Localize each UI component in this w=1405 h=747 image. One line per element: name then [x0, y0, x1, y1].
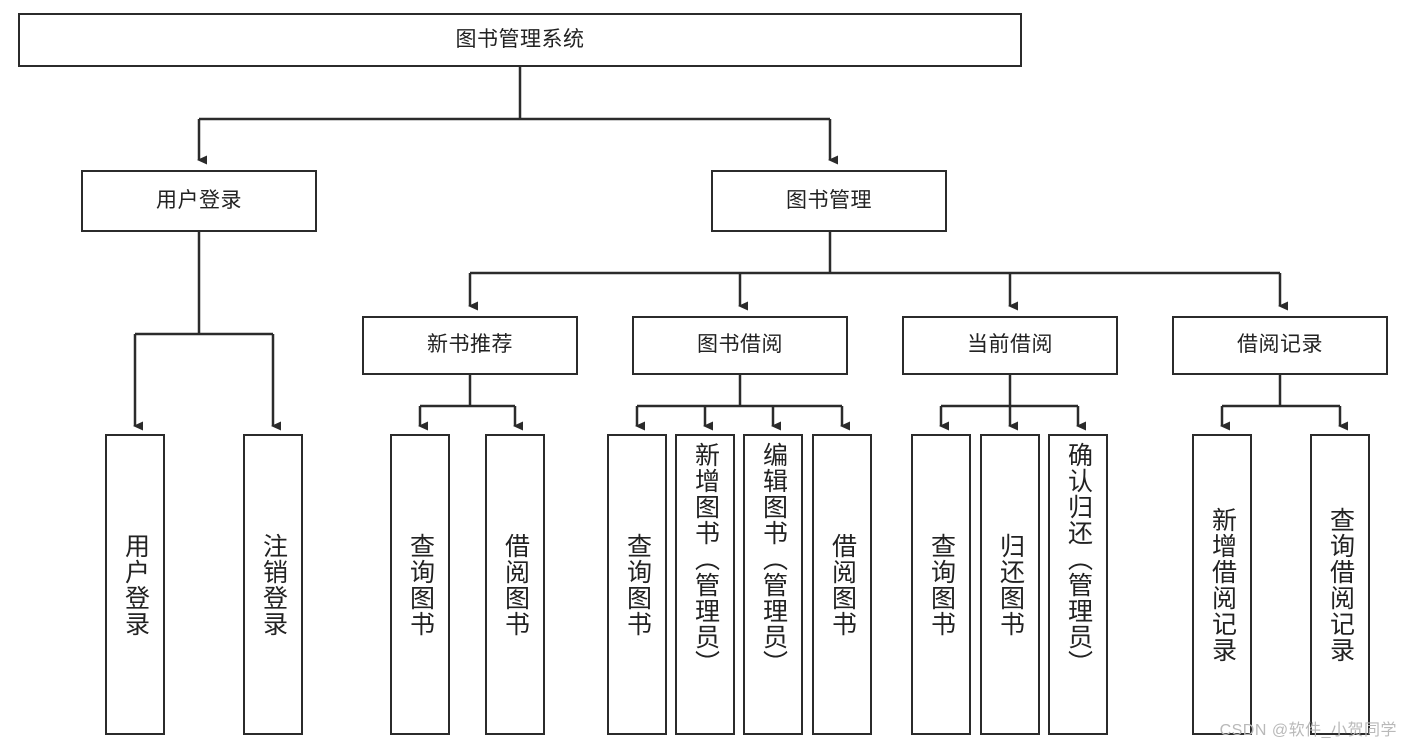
leaf-book-borrow-add[interactable]: 新增图书（管理员）	[675, 434, 735, 735]
leaf-new-book-query[interactable]: 查询图书	[390, 434, 450, 735]
node-label: 图书管理	[786, 188, 872, 212]
leaf-user-login-login[interactable]: 用户登录	[105, 434, 165, 735]
node-label: 编辑图书（管理员）	[759, 442, 788, 676]
node-label: 用户登录	[156, 188, 242, 212]
node-label: 查询图书	[927, 532, 956, 637]
node-label: 查询图书	[406, 532, 435, 637]
node-new-book-recommend[interactable]: 新书推荐	[362, 316, 578, 375]
leaf-current-borrow-confirm-return[interactable]: 确认归还（管理员）	[1048, 434, 1108, 735]
node-book-borrow[interactable]: 图书借阅	[632, 316, 848, 375]
leaf-borrow-record-query[interactable]: 查询借阅记录	[1310, 434, 1370, 735]
leaf-new-book-borrow[interactable]: 借阅图书	[485, 434, 545, 735]
leaf-book-borrow-edit[interactable]: 编辑图书（管理员）	[743, 434, 803, 735]
node-current-borrow[interactable]: 当前借阅	[902, 316, 1118, 375]
node-label: 当前借阅	[967, 333, 1053, 357]
node-label: 查询借阅记录	[1326, 506, 1355, 663]
node-label: 新增借阅记录	[1208, 506, 1237, 663]
node-label: 借阅图书	[501, 532, 530, 637]
node-borrow-record[interactable]: 借阅记录	[1172, 316, 1388, 375]
leaf-current-borrow-return[interactable]: 归还图书	[980, 434, 1040, 735]
node-book-manage[interactable]: 图书管理	[711, 170, 947, 232]
node-root-system[interactable]: 图书管理系统	[18, 13, 1022, 67]
leaf-current-borrow-query[interactable]: 查询图书	[911, 434, 971, 735]
node-label: 查询图书	[623, 532, 652, 637]
node-label: 图书借阅	[697, 333, 783, 357]
node-label: 归还图书	[996, 532, 1025, 637]
leaf-user-login-logout[interactable]: 注销登录	[243, 434, 303, 735]
node-label: 借阅图书	[828, 532, 857, 637]
node-label: 新增图书（管理员）	[691, 442, 720, 676]
leaf-book-borrow-borrow[interactable]: 借阅图书	[812, 434, 872, 735]
node-label: 借阅记录	[1237, 333, 1323, 357]
node-label: 新书推荐	[427, 333, 513, 357]
node-label: 注销登录	[259, 532, 288, 637]
node-label: 确认归还（管理员）	[1064, 442, 1093, 676]
leaf-borrow-record-add[interactable]: 新增借阅记录	[1192, 434, 1252, 735]
node-user-login[interactable]: 用户登录	[81, 170, 317, 232]
csdn-watermark: CSDN @软件_小贺同学	[1219, 722, 1397, 739]
leaf-book-borrow-query[interactable]: 查询图书	[607, 434, 667, 735]
node-label: 用户登录	[121, 532, 150, 637]
node-label: 图书管理系统	[455, 27, 585, 51]
